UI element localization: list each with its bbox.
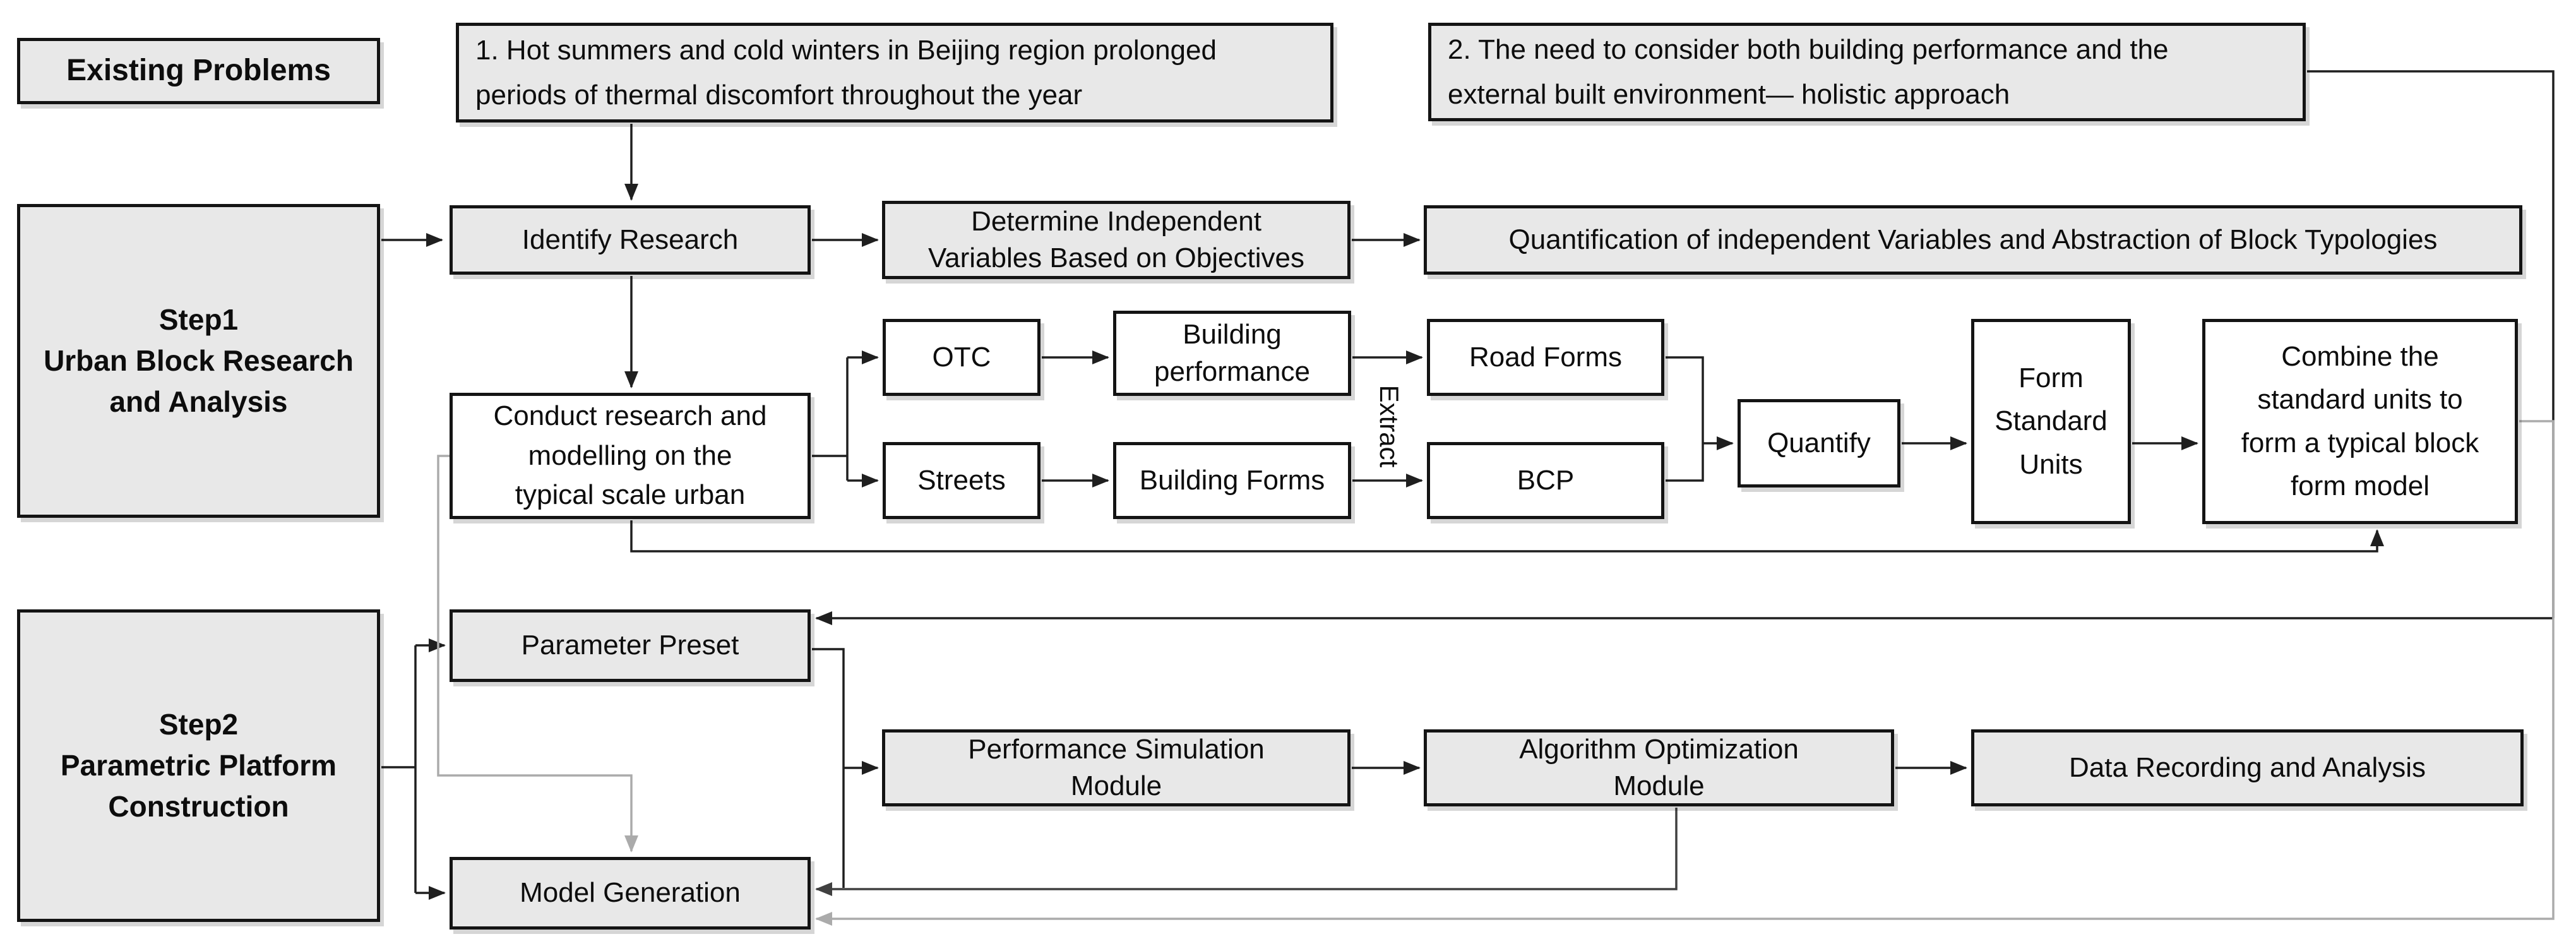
quantify-box: Quantify [1738, 399, 1900, 487]
building-performance-box: Building performance [1113, 311, 1351, 396]
algorithm-optimization-box: Algorithm Optimization Module [1424, 729, 1894, 806]
existing-problems-box: Existing Problems [17, 38, 380, 104]
otc-box: OTC [883, 319, 1041, 396]
connector-conduct-feedback-to-model-generation [437, 455, 638, 852]
combine-units-box: Combine the standard units to form a typ… [2202, 319, 2518, 524]
connector-bcp-merge [1666, 443, 1704, 482]
determine-variables-box: Determine Independent Variables Based on… [882, 201, 1351, 279]
bcp-box: BCP [1427, 442, 1664, 519]
parameter-preset-box: Parameter Preset [450, 609, 811, 682]
quantification-box: Quantification of independent Variables … [1424, 205, 2522, 275]
problem-2-box: 2. The need to consider both building pe… [1428, 23, 2306, 121]
form-standard-units-box: Form Standard Units [1971, 319, 2131, 524]
connector-aom-feedback-to-model-generation [815, 808, 1678, 896]
performance-simulation-box: Performance Simulation Module [882, 729, 1351, 806]
streets-box: Streets [883, 442, 1041, 519]
extract-label: Extract [1374, 385, 1404, 468]
problem-1-box: 1. Hot summers and cold winters in Beiji… [456, 23, 1333, 123]
road-forms-box: Road Forms [1427, 319, 1664, 396]
data-recording-box: Data Recording and Analysis [1971, 729, 2524, 806]
conduct-research-box: Conduct research and modelling on the ty… [450, 393, 811, 519]
connector-combine-feedback-to-model-generation [815, 420, 2555, 926]
connector-conduct-loop-to-combine [630, 520, 2384, 553]
step1-label-box: Step1 Urban Block Research and Analysis [17, 204, 380, 518]
connector-road-forms-merge [1666, 356, 1704, 443]
identify-research-box: Identify Research [450, 205, 811, 275]
connector-pp-down-riser [812, 648, 845, 888]
building-forms-box: Building Forms [1113, 442, 1351, 519]
step2-label-box: Step2 Parametric Platform Construction [17, 609, 380, 922]
model-generation-box: Model Generation [450, 857, 811, 930]
